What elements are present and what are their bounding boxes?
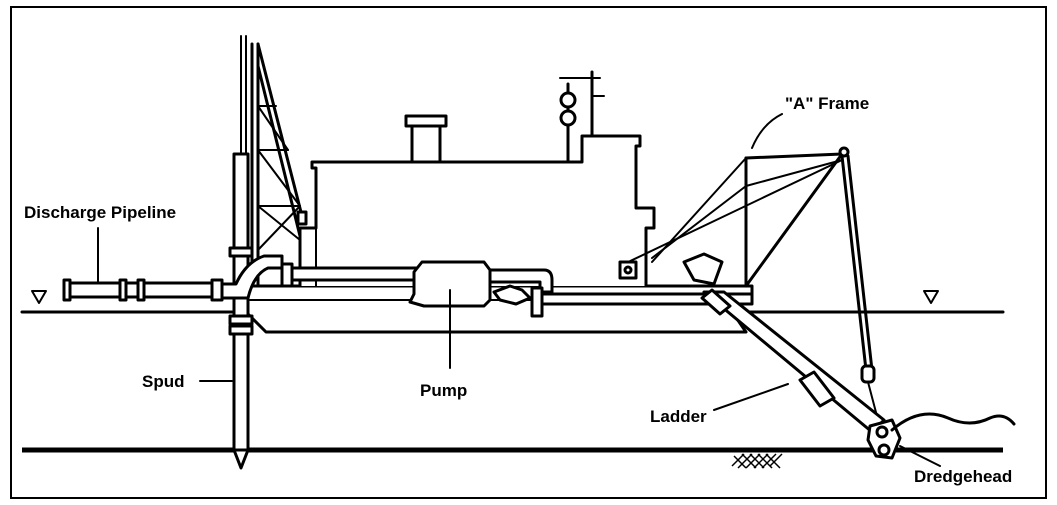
water-level-marker-left <box>31 290 47 304</box>
label-pump: Pump <box>420 381 467 400</box>
ladder-hoist-wire <box>840 154 879 421</box>
dredgehead-leader <box>899 445 941 467</box>
label-dredgehead: Dredgehead <box>914 467 1012 486</box>
pump-piping <box>290 266 754 318</box>
pump <box>408 260 492 308</box>
discharge-pipeline <box>62 254 294 302</box>
label-discharge-pipeline: Discharge Pipeline <box>24 203 176 222</box>
water-level-marker-right <box>923 290 939 304</box>
label-ladder: Ladder <box>650 407 707 426</box>
deckhouse <box>298 134 656 286</box>
ladder-leader <box>713 383 789 411</box>
label-spud: Spud <box>142 372 185 391</box>
label-a-frame: "A" Frame <box>785 94 869 113</box>
smoke-stack <box>404 114 448 164</box>
hoist-winch <box>618 260 638 280</box>
spud-pile <box>228 35 254 470</box>
signal-mast <box>559 70 605 164</box>
seabed-hatching <box>731 453 783 469</box>
dredgehead <box>866 412 1016 460</box>
ladder <box>682 252 886 434</box>
spud-gantry <box>250 42 308 288</box>
a-frame-leader <box>751 113 783 149</box>
a-frame <box>623 146 850 288</box>
